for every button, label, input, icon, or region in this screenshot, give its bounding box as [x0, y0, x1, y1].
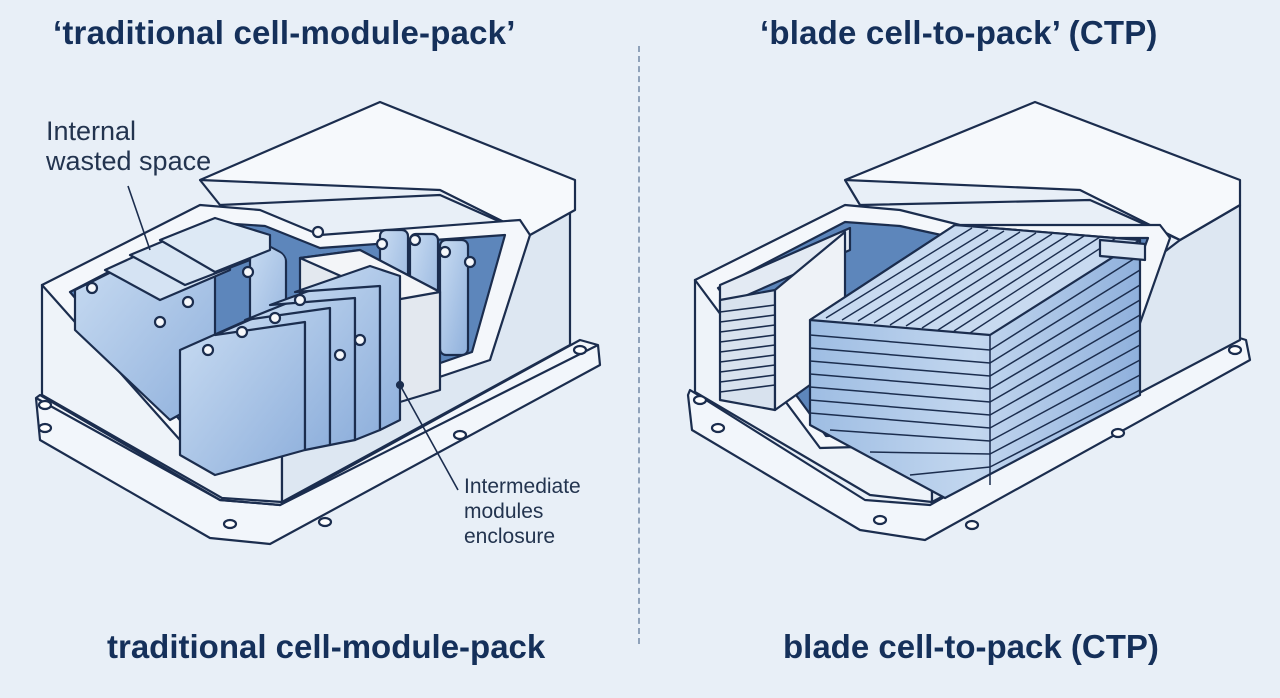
callout-internal-wasted-space: Internal wasted space	[46, 116, 211, 176]
base-flange	[686, 333, 1252, 542]
panel-divider	[638, 46, 640, 644]
callout-line: Intermediate	[464, 475, 581, 498]
left-panel-title: ‘traditional cell-module-pack’	[53, 14, 516, 51]
callout-line: wasted space	[46, 146, 212, 177]
callout-intermediate-modules-enclosure: Intermediate modules enclosure	[464, 474, 581, 550]
traditional-pack-illustration	[34, 100, 602, 546]
callout-line: modules	[464, 500, 544, 524]
right-panel-title: ‘blade cell-to-pack’ (CTP)	[760, 14, 1158, 51]
casing-cover	[843, 100, 1242, 242]
callout-line: enclosure	[464, 525, 556, 549]
left-panel-caption: traditional cell-module-pack	[107, 628, 546, 665]
callout-line: Internal	[46, 116, 137, 146]
right-panel-caption: blade cell-to-pack (CTP)	[783, 628, 1159, 665]
casing-cover	[198, 100, 577, 237]
